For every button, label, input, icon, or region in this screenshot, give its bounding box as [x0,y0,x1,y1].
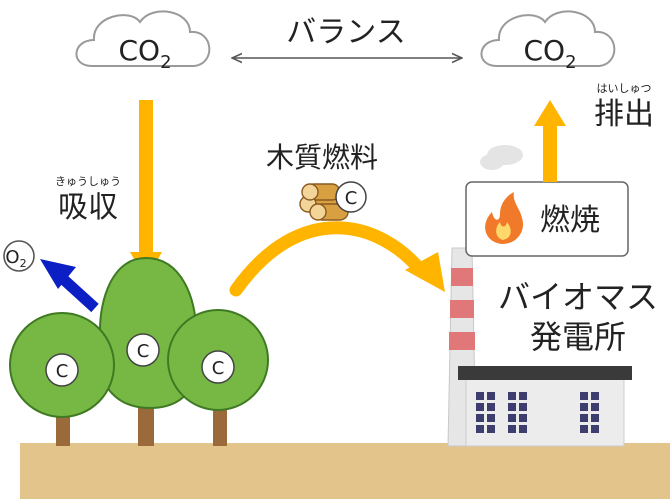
power-plant-label-line2: 発電所 [530,318,626,356]
power-plant-label-line1: バイオマス [498,278,658,316]
emit-arrow [534,100,566,182]
carbon-marker-tree-right: C [201,350,235,384]
carbon-marker-tree-left: C [45,353,79,387]
wood-to-plant-arrow [229,221,445,297]
co2-left-subscript: 2 [160,52,171,73]
oxygen-text: O [5,247,19,268]
co2-cloud-left: CO2 [75,10,211,73]
carbon-symbol: C [56,361,69,382]
emit-ruby: はいしゅつ [597,82,652,95]
combustion-label: 燃焼 [540,203,600,238]
power-plant-building [458,366,632,447]
carbon-marker-tree-middle: C [126,333,160,367]
emit-label: 排出 [594,97,654,132]
combustion-box: 燃焼 [465,181,629,257]
absorb-label: 吸収 [58,190,118,225]
co2-right-subscript: 2 [565,52,576,73]
wood-fuel-label: 木質燃料 [266,141,378,174]
oxygen-subscript: 2 [20,257,27,270]
oxygen-bubble: O2 [3,240,35,272]
carbon-symbol: C [345,188,358,209]
flame-icon [485,192,524,244]
svg-text:CO2: CO2 [118,34,171,73]
ground [20,443,670,499]
absorb-ruby: きゅうしゅう [55,175,121,188]
co2-left-text: CO [118,34,160,67]
balance-label: バランス [286,15,405,50]
absorb-arrow [130,100,162,280]
co2-cloud-right: CO2 [480,10,616,73]
co2-right-text: CO [523,34,565,67]
svg-text:CO2: CO2 [523,34,576,73]
wood-logs-icon: C [299,181,367,221]
plant-windows [476,392,599,433]
carbon-symbol: C [212,358,225,379]
svg-text:O2: O2 [5,247,26,270]
oxygen-arrow [40,259,99,313]
carbon-symbol: C [137,341,150,362]
